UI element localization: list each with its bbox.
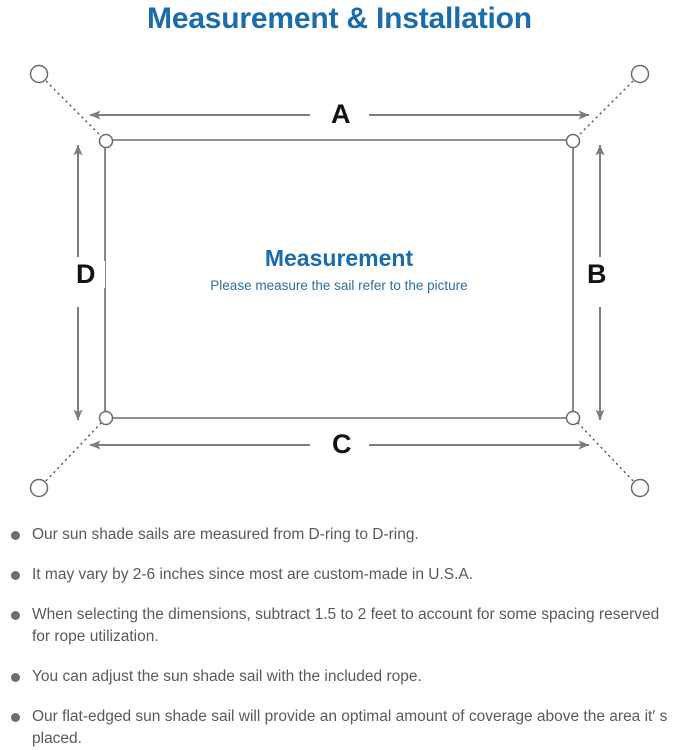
bullet-icon <box>11 673 20 682</box>
list-item: Our flat-edged sun shade sail will provi… <box>0 706 679 750</box>
bullet-icon <box>11 713 20 722</box>
anchor-point-top-left <box>29 64 49 84</box>
d-ring-top-right <box>565 133 581 149</box>
list-item: Our sun shade sails are measured from D-… <box>0 524 679 546</box>
rope-line-top-right <box>574 76 638 140</box>
diagram-svg <box>29 64 650 498</box>
dimension-label-b: B <box>578 261 616 288</box>
dimension-label-a: A <box>322 101 360 128</box>
anchor-point-top-right <box>630 64 650 84</box>
bullet-icon <box>11 611 20 620</box>
note-text: It may vary by 2-6 inches since most are… <box>32 566 474 583</box>
anchor-point-bottom-right <box>630 478 650 498</box>
d-ring-top-left <box>98 133 114 149</box>
rope-line-bottom-left <box>41 419 105 486</box>
d-ring-bottom-right <box>565 410 581 426</box>
sail-subheading: Please measure the sail refer to the pic… <box>210 278 468 293</box>
dimension-label-d: D <box>67 261 105 288</box>
note-text: You can adjust the sun shade sail with t… <box>32 668 422 685</box>
rope-line-bottom-right <box>574 419 638 486</box>
note-text: Our flat-edged sun shade sail will provi… <box>32 708 668 747</box>
d-ring-bottom-left <box>98 410 114 426</box>
list-item: It may vary by 2-6 inches since most are… <box>0 564 679 586</box>
sail-heading: Measurement <box>264 245 414 271</box>
rope-line-top-left <box>41 76 105 140</box>
bullet-icon <box>11 571 20 580</box>
list-item: When selecting the dimensions, subtract … <box>0 604 679 648</box>
sail-rectangle <box>104 139 574 419</box>
note-text: When selecting the dimensions, subtract … <box>32 606 660 645</box>
page-title: Measurement & Installation <box>147 2 532 35</box>
measurement-diagram: A B C D Measurement Please measure the s… <box>0 45 679 515</box>
note-text: Our sun shade sails are measured from D-… <box>32 526 419 543</box>
list-item: You can adjust the sun shade sail with t… <box>0 666 679 688</box>
anchor-point-bottom-left <box>29 478 49 498</box>
bullet-icon <box>11 531 20 540</box>
notes-list: Our sun shade sails are measured from D-… <box>0 524 679 750</box>
dimension-label-c: C <box>323 431 361 458</box>
